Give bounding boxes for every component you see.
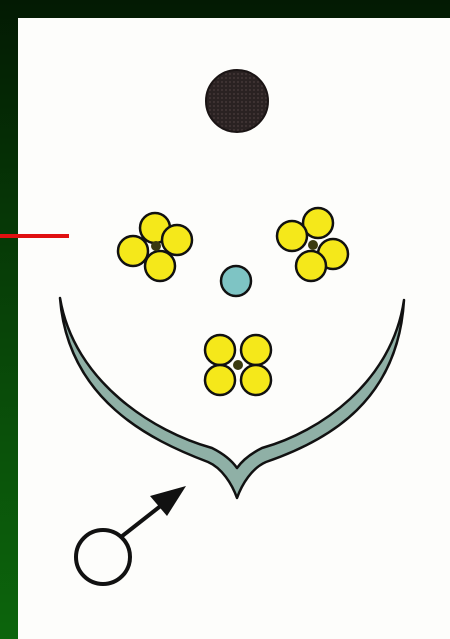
yellow-tetrad-icon (277, 208, 348, 281)
blue-nucleus-icon (221, 266, 251, 296)
receptacle-cup (60, 298, 404, 498)
male-symbol-icon (76, 486, 186, 584)
yellow-tetrad-icon (118, 213, 192, 281)
dark-nucleus-icon (206, 70, 268, 132)
yellow-tetrad-icon (205, 335, 271, 395)
